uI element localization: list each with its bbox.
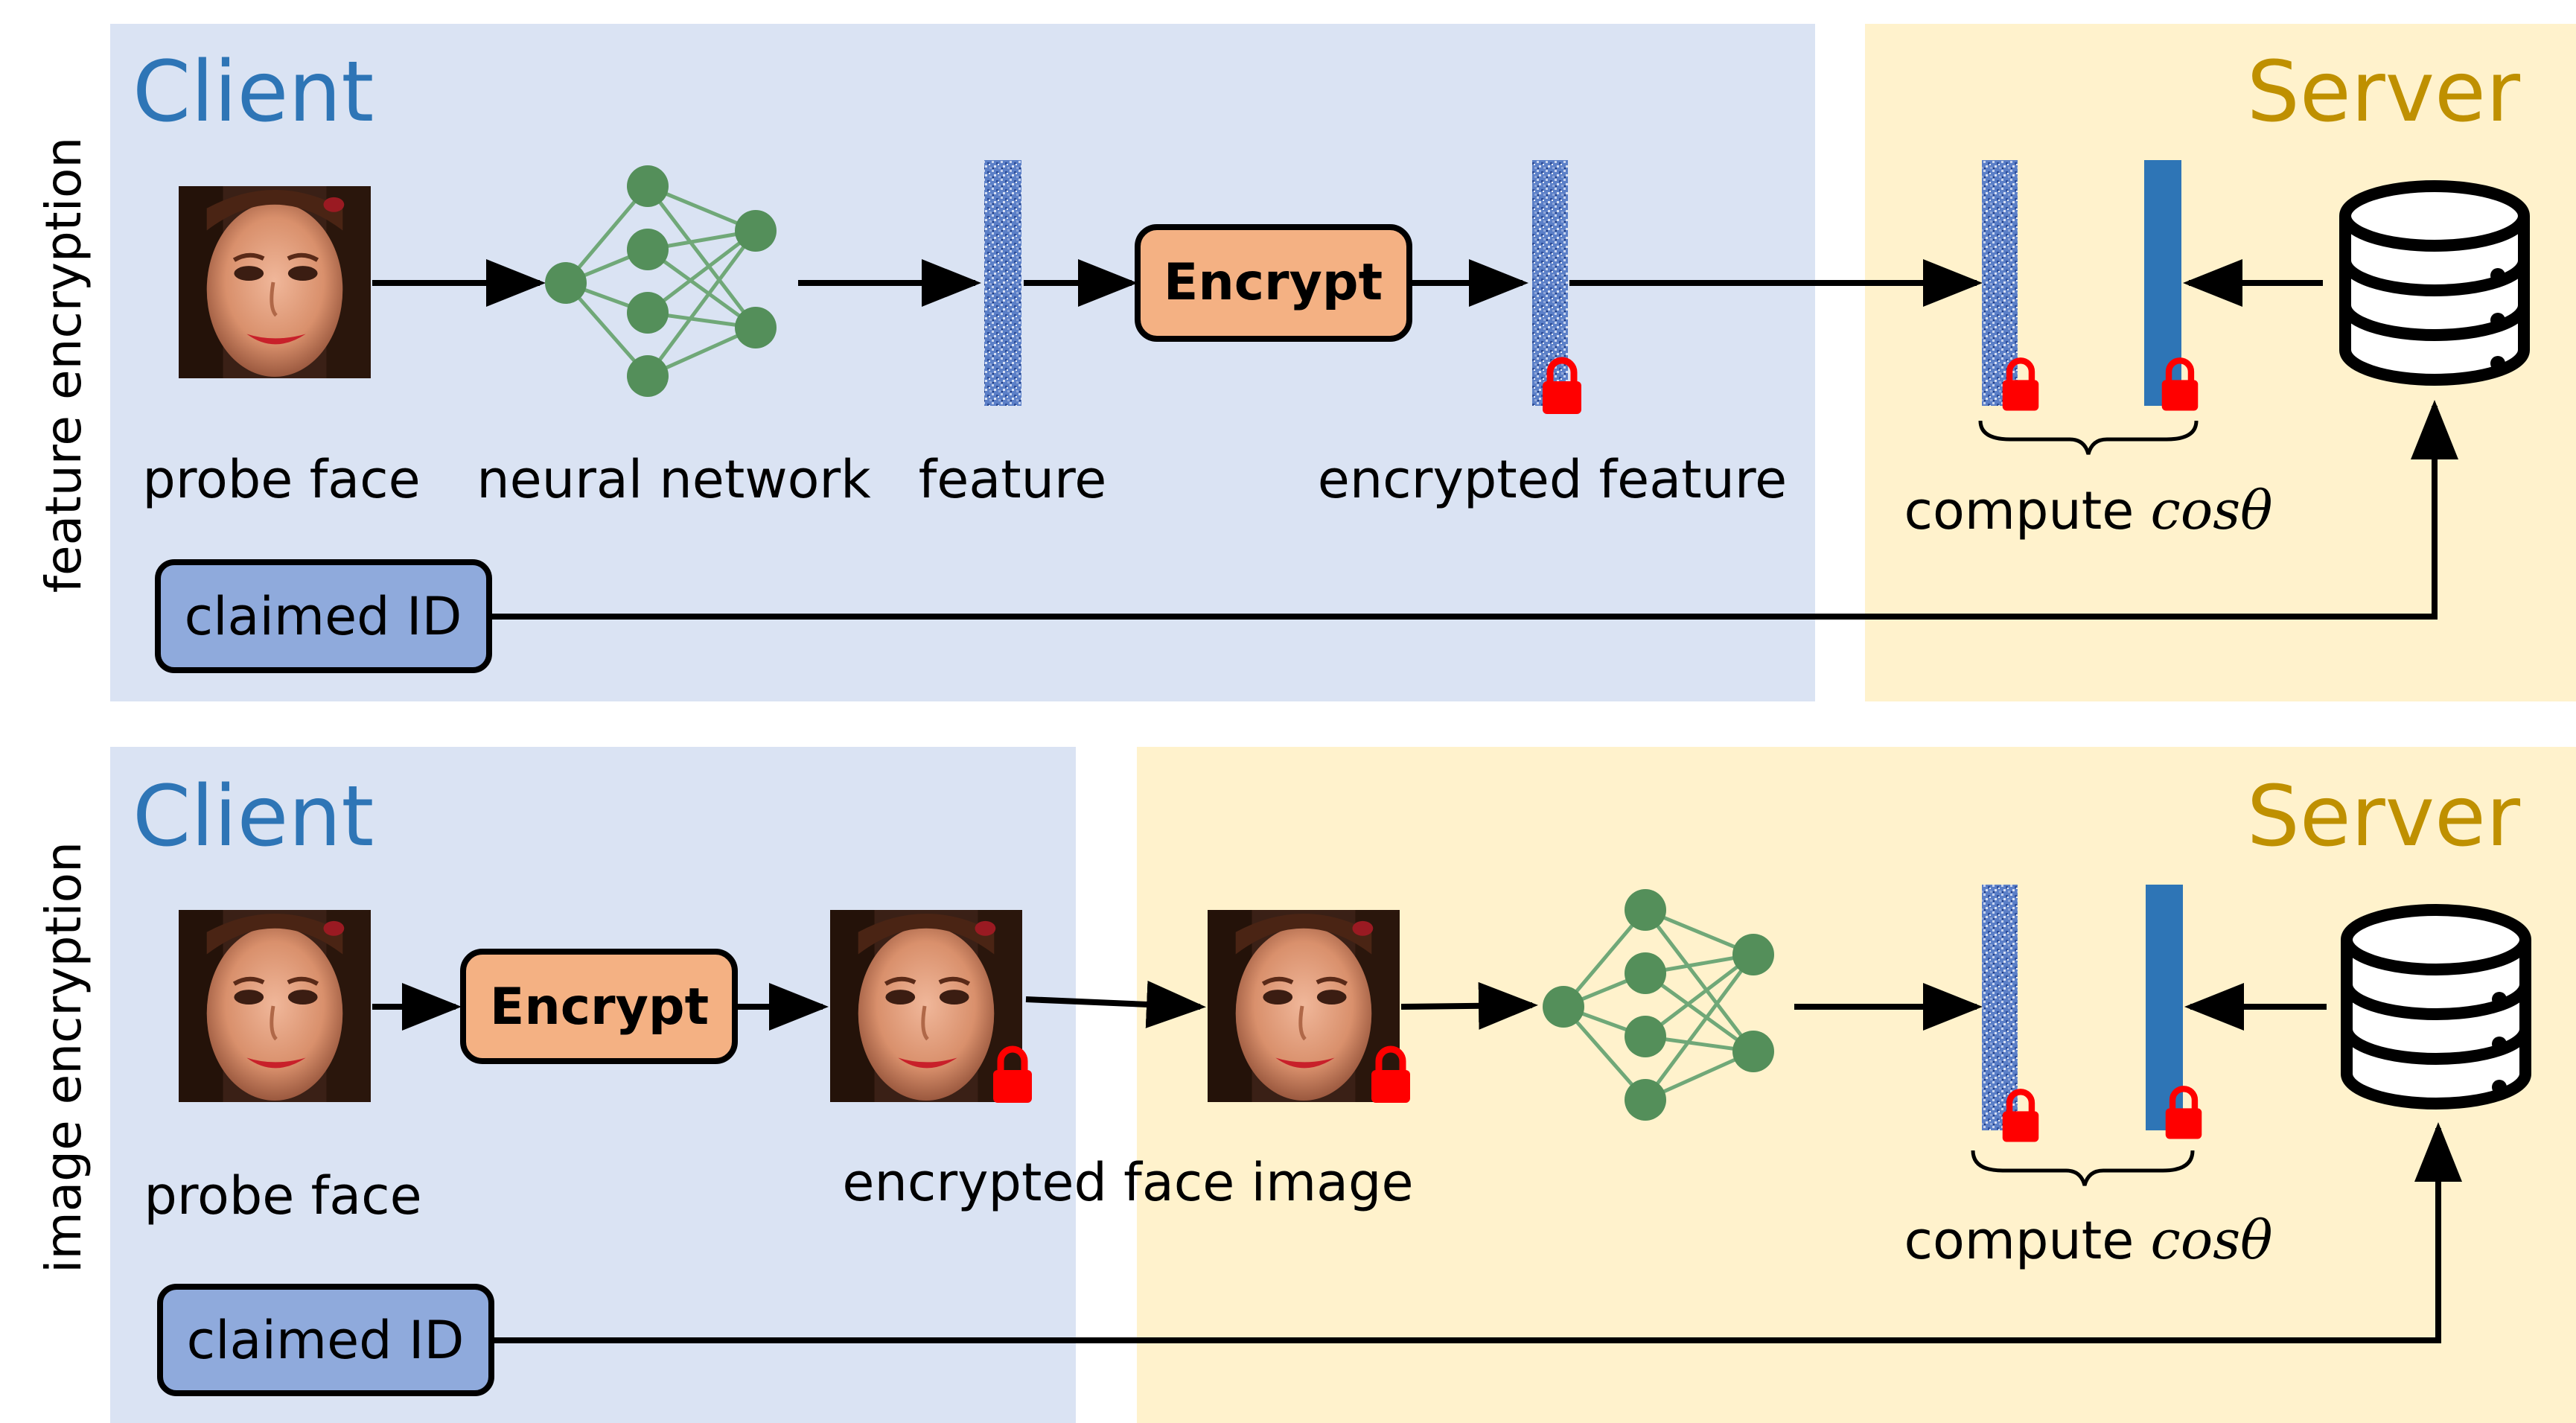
arrow	[1400, 981, 1538, 1030]
arrow	[1025, 980, 1206, 1028]
probe-face-label: probe face	[142, 449, 420, 510]
feature-label: feature	[919, 449, 1107, 510]
server-title: Server	[2247, 768, 2521, 865]
arrow	[489, 400, 2458, 620]
row-label: feature encryption	[35, 137, 92, 593]
compute-cos-label: compute cosθ	[1904, 1209, 2272, 1271]
probe-face-image	[179, 910, 371, 1102]
probe-face-label: probe face	[144, 1165, 421, 1226]
database-icon	[2347, 910, 2525, 1104]
encrypted-probe-feature	[1982, 885, 2018, 1130]
compute-brace	[1971, 1150, 2195, 1186]
database-icon	[2345, 186, 2524, 380]
feature-encryption-row: feature encryption Client Server probe f…	[35, 24, 2576, 701]
row-label: image encryption	[35, 841, 92, 1273]
encrypted-feature-label: encrypted feature	[1318, 449, 1787, 510]
encrypted-face-image	[1208, 910, 1400, 1102]
image-encryption-row: image encryption Client Server probe fac…	[35, 747, 2576, 1423]
enrolled-feature	[2144, 160, 2181, 406]
client-title: Client	[133, 44, 374, 141]
probe-face-image	[179, 186, 371, 378]
claimed-id-box: claimed ID	[155, 559, 492, 673]
compute-cos-label: compute cosθ	[1904, 479, 2272, 541]
encrypt-label: Encrypt	[1164, 253, 1383, 312]
encrypted-face-image-label: encrypted face image	[842, 1152, 1413, 1213]
encrypt-box: Encrypt	[460, 949, 738, 1064]
client-title: Client	[133, 768, 374, 865]
encrypt-box: Encrypt	[1135, 224, 1412, 342]
neural-network-label: neural network	[476, 449, 871, 510]
claimed-id-label: claimed ID	[185, 586, 462, 647]
server-title: Server	[2247, 44, 2521, 141]
feature-vector	[984, 160, 1021, 406]
claimed-id-label: claimed ID	[187, 1310, 465, 1371]
compute-brace	[1978, 420, 2199, 455]
claimed-id-box: claimed ID	[157, 1284, 494, 1396]
encrypt-label: Encrypt	[490, 978, 709, 1037]
arrow	[491, 1122, 2462, 1343]
